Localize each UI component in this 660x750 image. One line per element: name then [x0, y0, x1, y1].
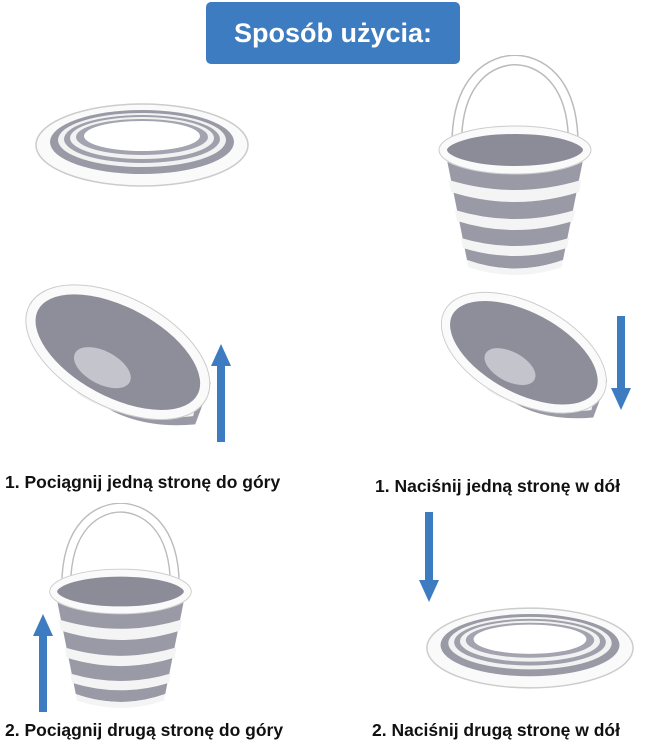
caption-close-step-1: 1. Naciśnij jedną stronę w dół [375, 476, 621, 496]
tilted-bucket-press-image [436, 282, 621, 442]
arrow-up-icon [33, 614, 53, 712]
tilted-bucket-pull-image [18, 280, 228, 445]
collapsed-bucket-step2-image [423, 592, 637, 704]
caption-open-step-2: 2. Pociągnij drugą stronę do góry [5, 720, 284, 740]
open-bucket-image [435, 55, 595, 275]
collapsed-bucket-image [32, 100, 252, 190]
caption-open-step-1: 1. Pociągnij jedną stronę do góry [5, 472, 281, 492]
arrow-down-icon [611, 316, 631, 410]
open-bucket-step2-image [38, 503, 203, 708]
page-title: Sposób użycia: [206, 2, 460, 64]
arrow-up-icon [211, 344, 231, 442]
caption-close-step-2: 2. Naciśnij drugą stronę w dół [372, 720, 620, 740]
arrow-down-icon [419, 512, 439, 602]
